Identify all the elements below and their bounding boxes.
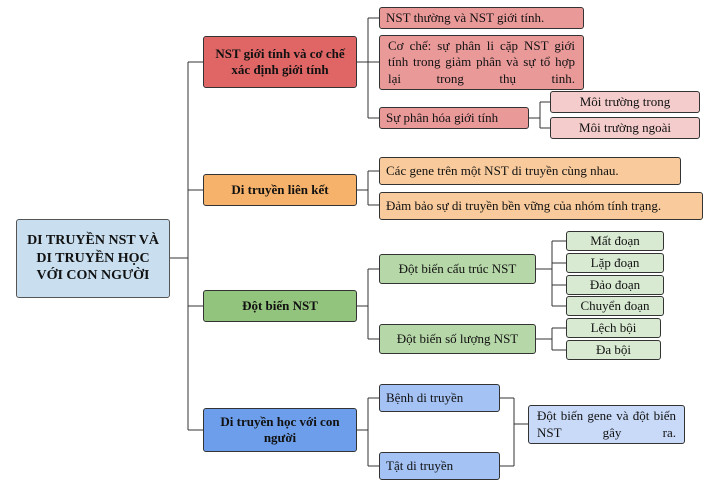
node-external-environment: Môi trường ngoài — [550, 117, 700, 139]
branch-human-genetics: Di truyền học với con người — [203, 408, 357, 452]
node-polyploidy: Đa bội — [566, 340, 661, 360]
node-mechanism: Cơ chế: sự phân li cặp NST giới tính tro… — [379, 35, 584, 90]
node-translocation: Chuyển đoạn — [566, 296, 664, 316]
root-node: DI TRUYỀN NST VÀ DI TRUYỀN HỌC VỚI CON N… — [16, 219, 170, 298]
node-duplication: Lặp đoạn — [566, 253, 664, 273]
branch-chromosome-mutation: Đột biến NST — [203, 290, 357, 322]
node-aneuploidy: Lệch bội — [566, 318, 661, 338]
node-stable-inheritance: Đảm bảo sự di truyền bền vững của nhóm t… — [379, 192, 703, 220]
node-deletion: Mất đoạn — [566, 231, 664, 251]
node-genetic-defect: Tật di truyền — [379, 452, 500, 480]
node-numerical-mutation: Đột biến số lượng NST — [379, 324, 536, 354]
node-genes-inherited-together: Các gene trên một NST di truyền cùng nha… — [379, 157, 681, 185]
node-autosome-sex-chromosome: NST thường và NST giới tính. — [379, 7, 584, 29]
branch-sex-chromosomes: NST giới tính và cơ chế xác định giới tí… — [203, 36, 357, 88]
node-structural-mutation: Đột biến cấu trúc NST — [379, 254, 536, 284]
node-mutation-cause: Đột biến gene và đột biến NST gây ra. — [528, 405, 685, 444]
node-sex-differentiation: Sự phân hóa giới tính — [379, 107, 529, 129]
node-inversion: Đảo đoạn — [566, 275, 664, 295]
branch-linkage: Di truyền liên kết — [203, 174, 357, 206]
node-internal-environment: Môi trường trong — [550, 91, 700, 113]
node-genetic-disease: Bệnh di truyền — [379, 384, 500, 412]
